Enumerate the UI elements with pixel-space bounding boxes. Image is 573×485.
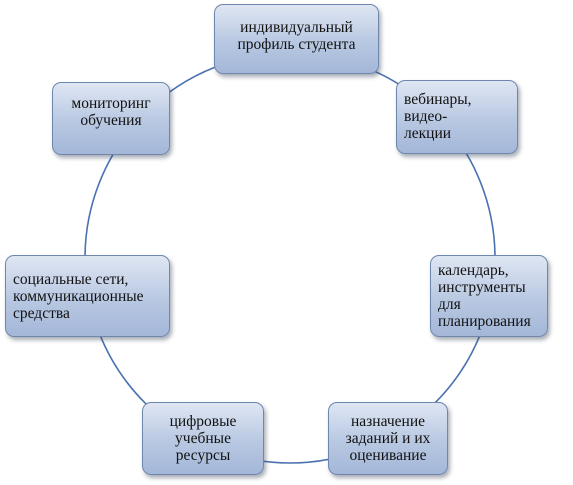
node-calendar-planning-label: календарь, инструменты для планирования (438, 262, 531, 330)
node-webinars: вебинары, видео- лекции (396, 80, 518, 154)
node-social-networks: социальные сети, коммуникационные средст… (5, 255, 170, 337)
node-task-assignment: назначение заданий и их оценивание (328, 402, 448, 475)
node-webinars-label: вебинары, видео- лекции (404, 91, 472, 142)
node-calendar-planning: календарь, инструменты для планирования (430, 255, 548, 337)
node-task-assignment-label: назначение заданий и их оценивание (345, 413, 431, 464)
node-student-profile: индивидуальный профиль студента (214, 4, 379, 74)
node-digital-resources: цифровые учебные ресурсы (142, 402, 264, 475)
node-learning-monitoring-label: мониторинг обучения (71, 95, 151, 129)
node-digital-resources-label: цифровые учебные ресурсы (169, 413, 237, 464)
node-student-profile-label: индивидуальный профиль студента (237, 19, 356, 53)
node-learning-monitoring: мониторинг обучения (52, 82, 170, 155)
node-social-networks-label: социальные сети, коммуникационные средст… (13, 270, 144, 322)
